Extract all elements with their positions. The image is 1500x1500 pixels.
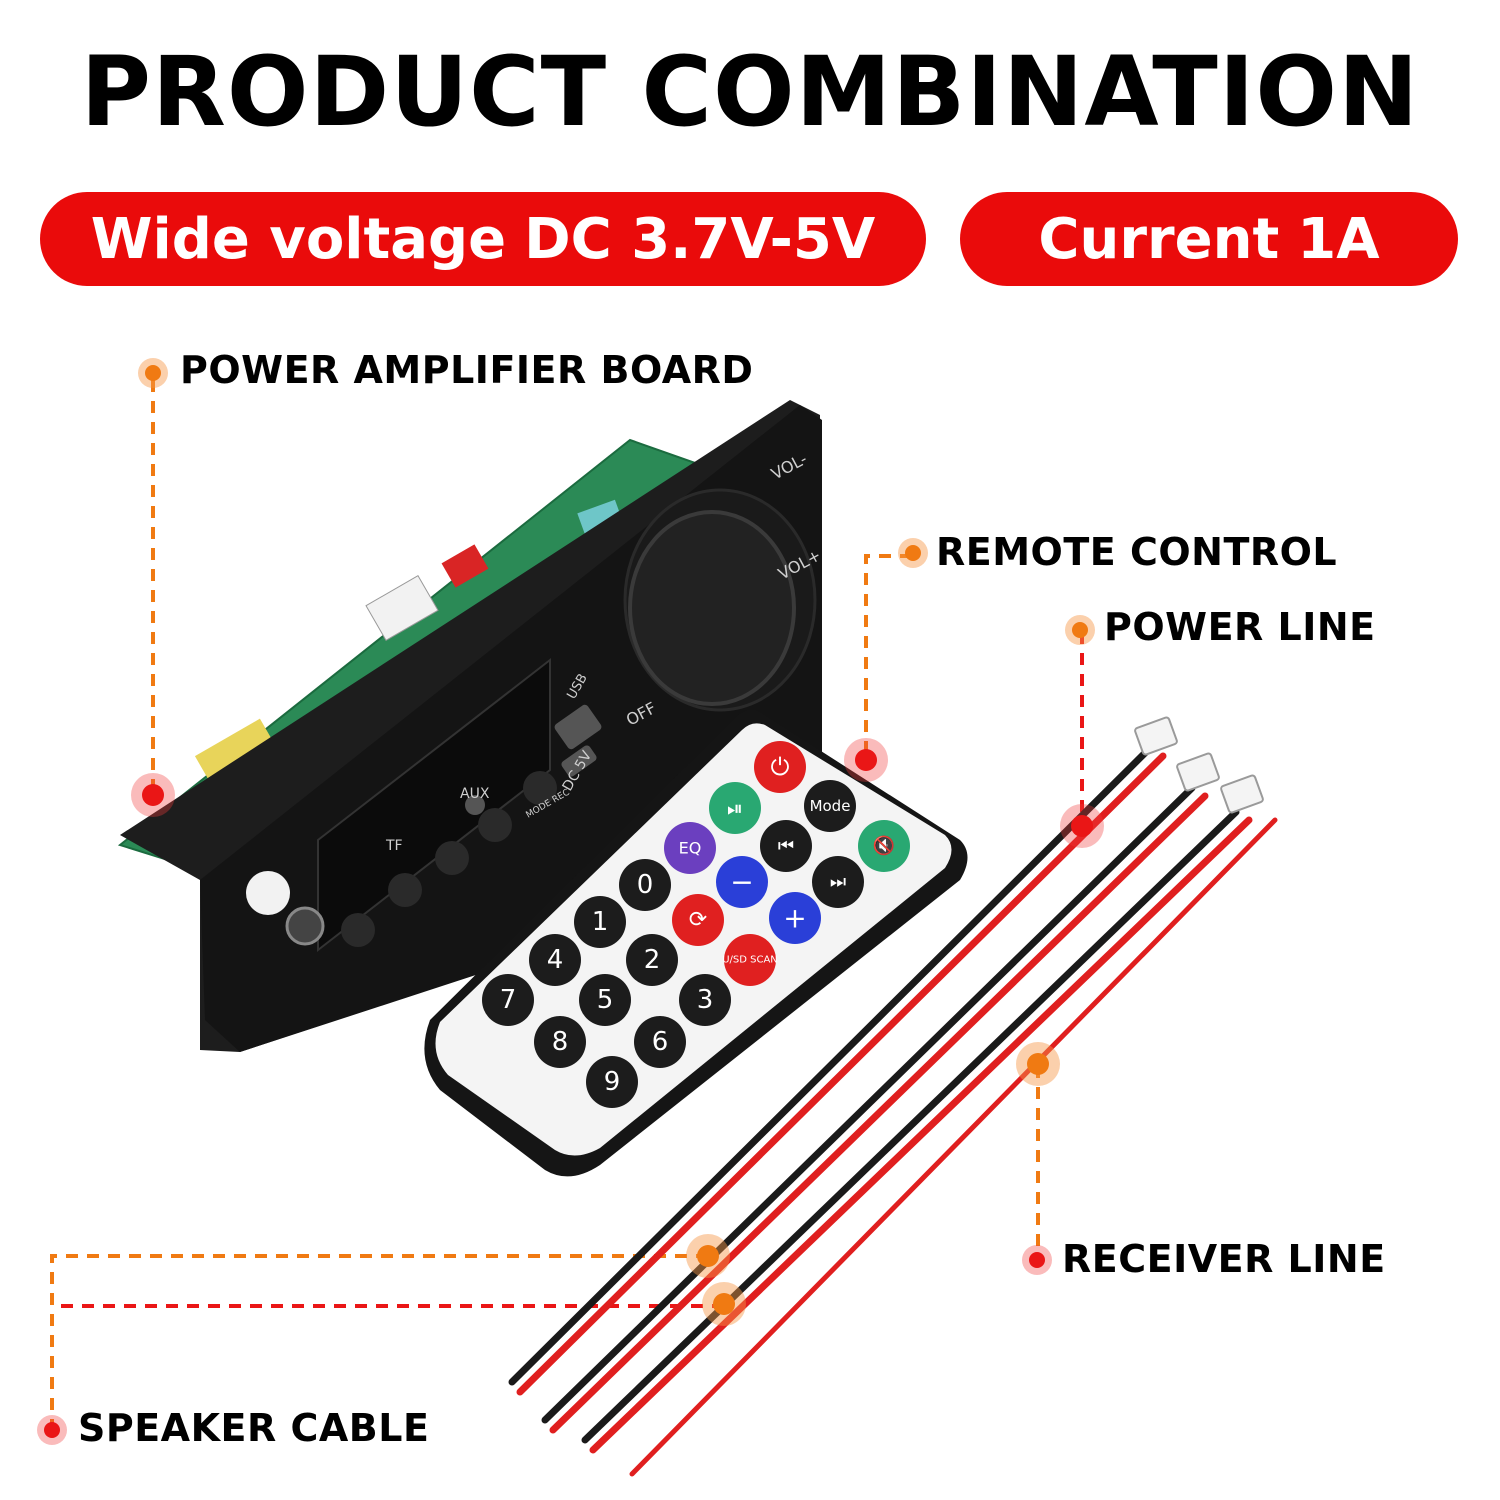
- white-connector: [365, 574, 439, 642]
- volume-knob: [628, 510, 796, 706]
- remote-callout-label: REMOTE CONTROL: [936, 530, 1338, 574]
- remote-mute-button[interactable]: 🔇: [858, 820, 910, 872]
- speaker-wire-black-1: [508, 744, 1154, 1386]
- speaker-marker-dot-2: [702, 1282, 746, 1326]
- svg-text:6: 6: [652, 1027, 669, 1057]
- current-prefix: Current: [1038, 206, 1280, 272]
- dc5v-port: [561, 745, 597, 777]
- svg-text:4: 4: [547, 945, 564, 975]
- remote-four-button[interactable]: 4: [529, 934, 581, 986]
- wire-bundle: [508, 744, 1278, 1477]
- page-title: PRODUCT COMBINATION: [80, 36, 1420, 148]
- remote-play-pause-button[interactable]: ⏯: [709, 782, 761, 834]
- power-wire-red: [589, 816, 1253, 1454]
- panel-button-next: [478, 808, 512, 842]
- board-callout-label: POWER AMPLIFIER BOARD: [180, 348, 754, 392]
- svg-text:0: 0: [637, 870, 654, 900]
- svg-text:−: −: [730, 866, 753, 899]
- panel-button-mode: [523, 771, 557, 805]
- red-connector: [441, 544, 489, 588]
- remote-repeat-button[interactable]: ⟳: [672, 894, 724, 946]
- aux-label: AUX: [460, 786, 490, 802]
- power-line-callout-label: POWER LINE: [1104, 605, 1376, 649]
- remote-zero-button[interactable]: 0: [619, 859, 671, 911]
- receiver-marker-dot: [1016, 1042, 1060, 1086]
- svg-text:⟳: ⟳: [689, 908, 707, 933]
- remote-eight-button[interactable]: 8: [534, 1016, 586, 1068]
- voltage-badge: Wide voltage DC 3.7V-5V: [40, 192, 926, 286]
- svg-text:2: 2: [644, 945, 661, 975]
- svg-text:⏻: ⏻: [771, 753, 790, 781]
- receiver-callout-label: RECEIVER LINE: [1062, 1237, 1386, 1281]
- board-marker-dot: [131, 773, 175, 817]
- power-line-callout-dot: [1065, 615, 1095, 645]
- panel-button-1: [341, 913, 375, 947]
- aux-jack: [465, 795, 485, 815]
- svg-text:8: 8: [552, 1027, 569, 1057]
- svg-text:⏯: ⏯: [727, 796, 743, 820]
- speaker-callout-dot: [37, 1415, 67, 1445]
- remote-callout-dot: [898, 538, 928, 568]
- speaker-wire-black-2: [541, 784, 1196, 1424]
- wire-connectors: [1134, 716, 1264, 814]
- remote-five-button[interactable]: 5: [579, 974, 631, 1026]
- tf-label: TF: [385, 838, 403, 854]
- mic-jack: [285, 906, 325, 946]
- board-callout-dot: [138, 358, 168, 388]
- usb-port: [554, 704, 602, 750]
- svg-text:7: 7: [500, 985, 517, 1015]
- remote-mode-button[interactable]: Mode: [804, 780, 856, 832]
- voltage-value: DC 3.7V-5V: [524, 206, 876, 272]
- svg-text:1: 1: [592, 907, 609, 937]
- remote-one-button[interactable]: 1: [574, 896, 626, 948]
- power-wire-black: [581, 808, 1240, 1444]
- speaker-marker-dot-1: [686, 1234, 730, 1278]
- receiver-callout-dot: [1022, 1245, 1052, 1275]
- remote-power-button[interactable]: ⏻: [754, 741, 806, 793]
- receiver-wire-red: [629, 817, 1278, 1477]
- remote-control: ⏻ ⏯ Mode EQ ⏮ 🔇 0 − ⏭ 1 ⟳ + 4 2 U/SD SCA…: [424, 709, 968, 1177]
- panel-button-prev: [388, 873, 422, 907]
- svg-text:U/SD SCAN: U/SD SCAN: [722, 955, 778, 966]
- remote-usd-scan-button[interactable]: U/SD SCAN: [722, 934, 778, 986]
- speaker-callout-label: SPEAKER CABLE: [78, 1406, 430, 1450]
- remote-two-button[interactable]: 2: [626, 934, 678, 986]
- panel-button-play: [435, 841, 469, 875]
- remote-prev-button[interactable]: ⏮: [760, 820, 812, 872]
- current-badge: Current 1A: [960, 192, 1458, 286]
- svg-text:+: +: [783, 902, 806, 935]
- remote-marker-dot: [844, 738, 888, 782]
- remote-leader-line: [864, 554, 912, 752]
- speaker-wire-red-1: [516, 752, 1167, 1396]
- svg-text:Mode: Mode: [810, 797, 851, 815]
- remote-seven-button[interactable]: 7: [482, 974, 534, 1026]
- svg-text:3: 3: [697, 985, 714, 1015]
- svg-text:5: 5: [597, 985, 614, 1015]
- remote-nine-button[interactable]: 9: [586, 1056, 638, 1108]
- svg-text:9: 9: [604, 1067, 621, 1097]
- speaker-wire-red-2: [549, 792, 1209, 1434]
- remote-eq-button[interactable]: EQ: [664, 822, 716, 874]
- svg-text:⏮: ⏮: [778, 836, 794, 857]
- remote-plus-button[interactable]: +: [769, 892, 821, 944]
- current-value: 1A: [1297, 206, 1380, 272]
- remote-six-button[interactable]: 6: [634, 1016, 686, 1068]
- svg-text:🔇: 🔇: [873, 835, 895, 857]
- speaker-leader-line-1: [50, 1254, 708, 1430]
- power-line-marker-dot: [1060, 804, 1104, 848]
- bluetooth-icon-badge: [246, 871, 290, 915]
- remote-three-button[interactable]: 3: [679, 974, 731, 1026]
- svg-text:⏭: ⏭: [830, 872, 846, 893]
- remote-minus-button[interactable]: −: [716, 856, 768, 908]
- svg-text:EQ: EQ: [679, 839, 702, 858]
- remote-next-button[interactable]: ⏭: [812, 856, 864, 908]
- voltage-prefix: Wide voltage: [90, 206, 507, 272]
